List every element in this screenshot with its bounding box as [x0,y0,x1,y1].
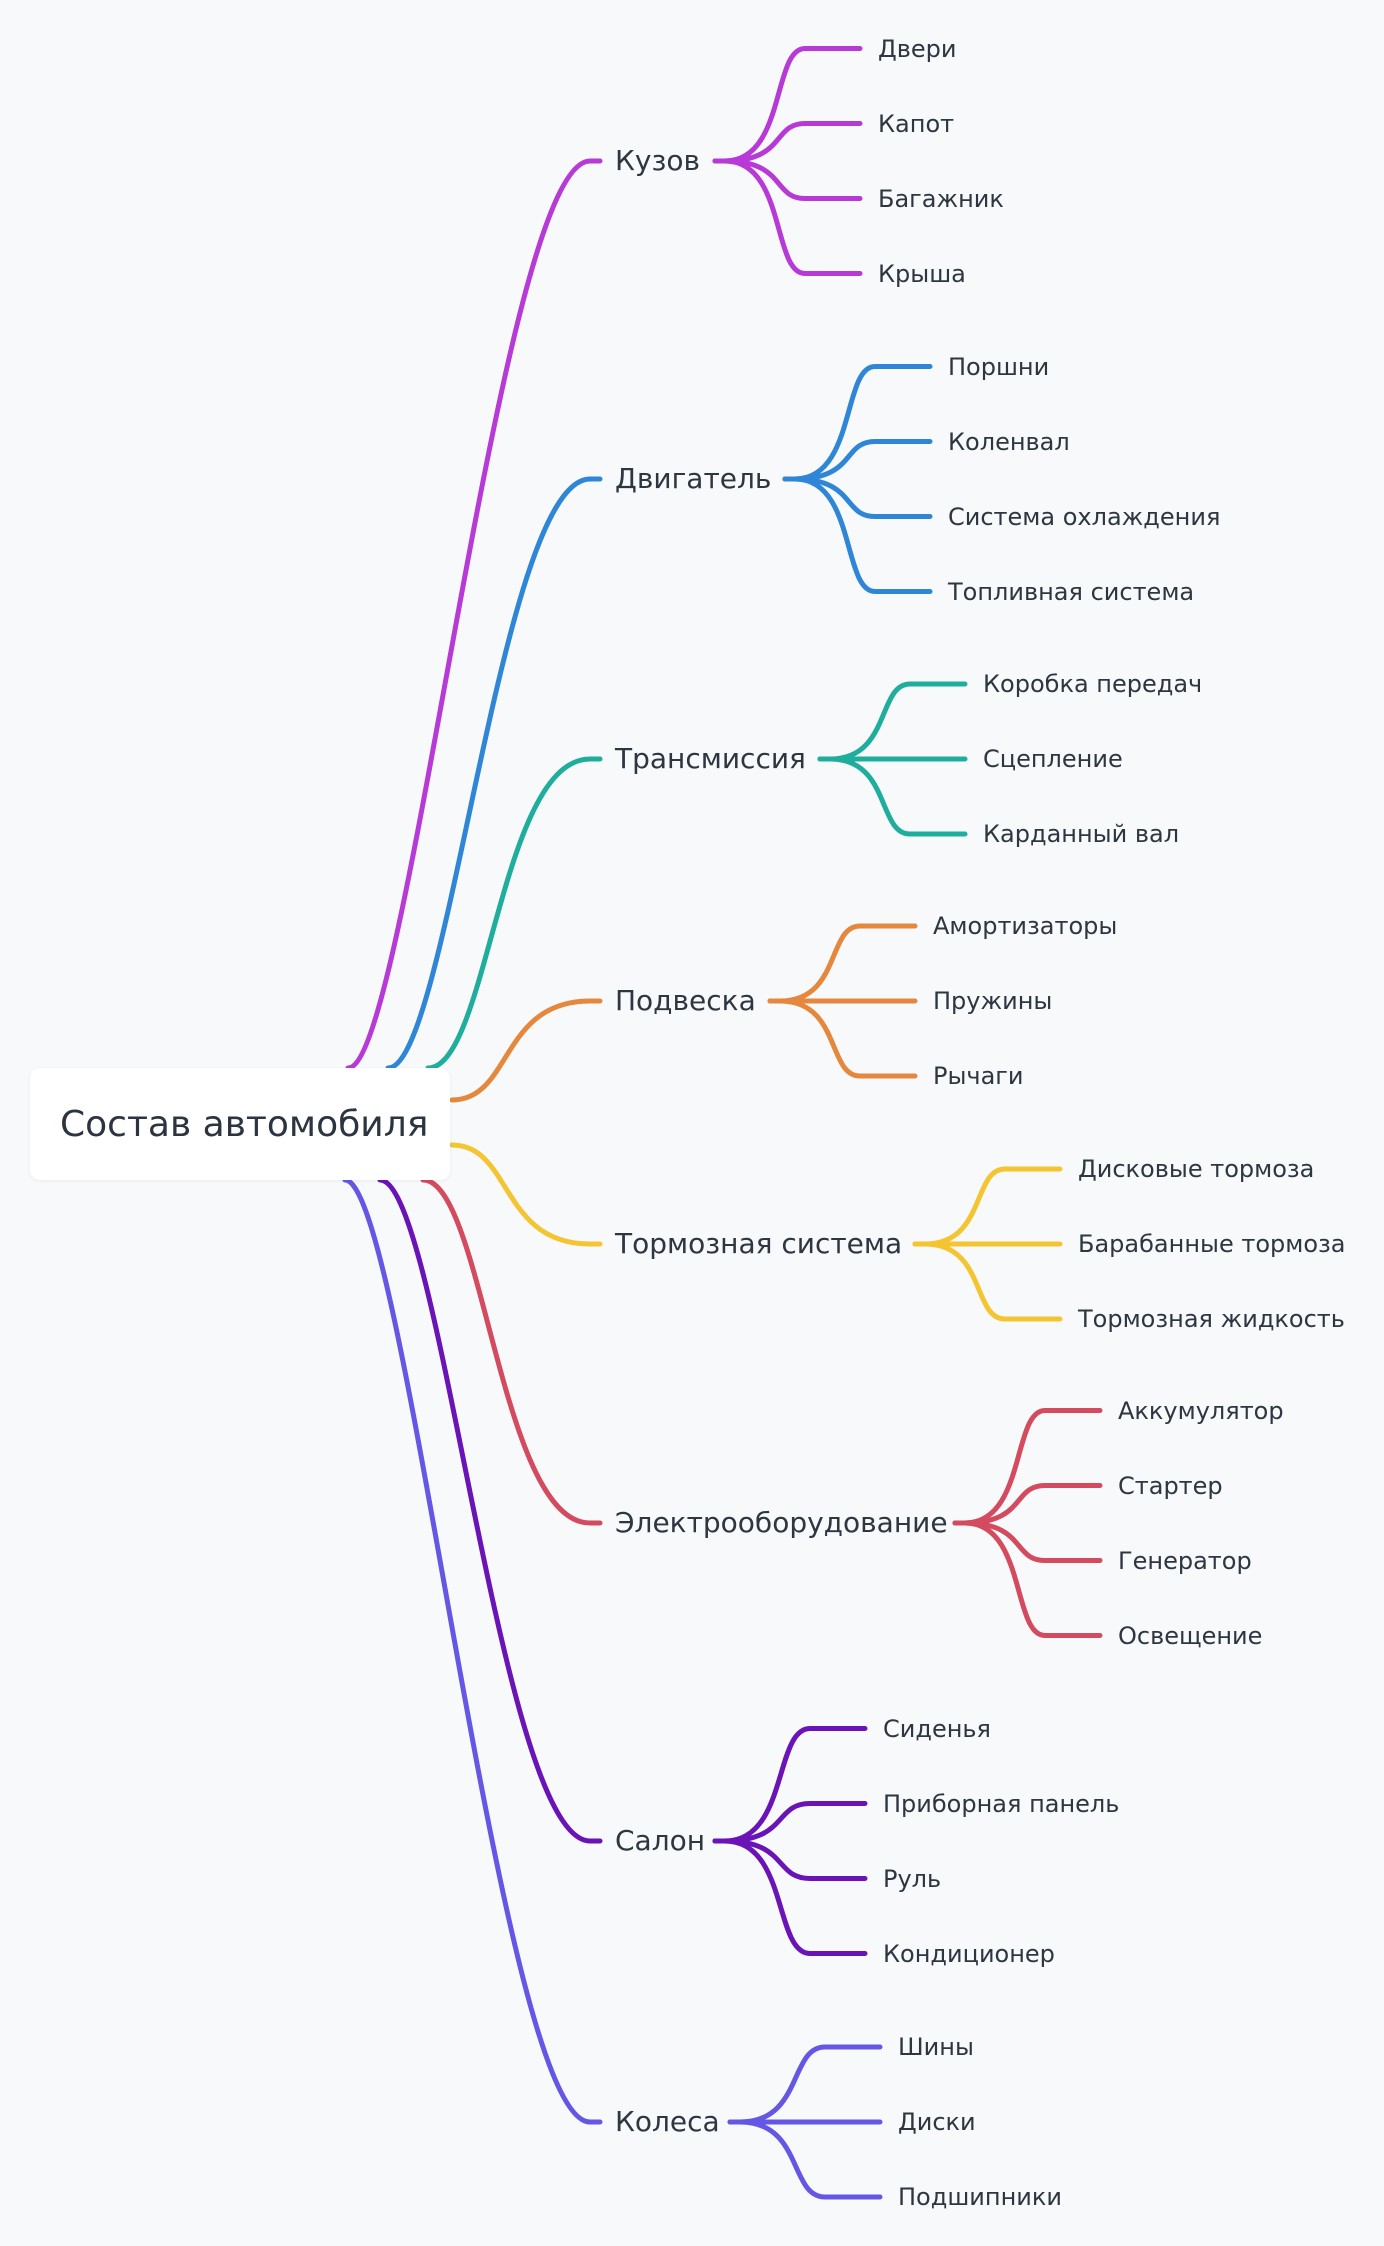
leaf-node[interactable]: Диски [898,2108,976,2136]
leaf-connector [952,1408,1103,1526]
leaf-node[interactable]: Коленвал [948,427,1070,456]
branch-connector [342,1177,603,2125]
leaf-connector [912,1166,1063,1247]
leaf-connector [782,476,933,594]
leaf-connector [817,756,968,837]
leaf-node[interactable]: Кондиционер [883,1939,1055,1968]
leaf-connector [712,1726,868,1844]
leaf-node[interactable]: Амортизаторы [933,912,1118,940]
leaf-node[interactable]: Крыша [878,259,966,288]
leaf-connector [782,439,933,482]
leaf-connector [712,46,863,164]
leaf-connector [782,364,933,482]
branch-connector [425,756,603,1071]
branch-node[interactable]: Тормозная система [615,1227,903,1260]
branch-node[interactable]: Двигатель [615,462,772,495]
leaf-node[interactable]: Шины [898,2033,974,2061]
leaf-node[interactable]: Освещение [1118,1621,1263,1650]
branch-node[interactable]: Кузов [615,144,700,177]
leaf-node[interactable]: Двери [878,34,957,63]
leaf-node[interactable]: Руль [883,1864,942,1893]
leaf-node[interactable]: Капот [878,109,955,138]
branch-connector [385,476,603,1071]
leaf-node[interactable]: Дисковые тормоза [1078,1155,1315,1183]
leaf-connector [712,1838,868,1956]
leaf-connector [767,998,918,1079]
branch-connector [345,158,603,1071]
leaf-node[interactable]: Рычаги [933,1062,1024,1090]
leaf-node[interactable]: Карданный вал [983,820,1180,848]
branch-connector [377,1177,603,1844]
leaf-connector [912,1241,1063,1322]
leaf-connector [712,1801,868,1844]
leaf-node[interactable]: Поршни [948,352,1050,381]
leaf-connector [712,121,863,164]
branch-connector [449,998,603,1103]
leaf-node[interactable]: Багажник [878,184,1004,213]
leaf-connector [952,1483,1103,1526]
leaf-connector [712,158,863,276]
leaf-node[interactable]: Тормозная жидкость [1078,1305,1345,1333]
leaf-connector [767,923,918,1004]
branch-node[interactable]: Салон [615,1824,706,1857]
root-node[interactable]: Состав автомобиля [30,1068,450,1180]
leaf-node[interactable]: Барабанные тормоза [1078,1230,1346,1258]
leaf-node[interactable]: Сцепление [983,745,1123,773]
leaf-node[interactable]: Коробка передач [983,670,1203,698]
leaf-node[interactable]: Приборная панель [883,1789,1120,1818]
branch-node[interactable]: Электрооборудование [615,1506,948,1539]
leaf-connector [727,2044,883,2125]
branch-node[interactable]: Колеса [615,2105,720,2138]
branch-connector [420,1177,603,1526]
leaf-node[interactable]: Аккумулятор [1118,1396,1284,1425]
branch-node[interactable]: Подвеска [615,984,756,1017]
leaf-node[interactable]: Система охлаждения [948,502,1221,531]
leaf-node[interactable]: Генератор [1118,1546,1252,1575]
leaf-connector [712,158,863,201]
leaf-node[interactable]: Сиденья [883,1714,991,1743]
leaf-connector [952,1520,1103,1638]
leaf-node[interactable]: Стартер [1118,1471,1223,1500]
leaf-node[interactable]: Пружины [933,987,1053,1015]
leaf-node[interactable]: Подшипники [898,2183,1062,2211]
leaf-connector [712,1838,868,1881]
leaf-connector [817,681,968,762]
leaf-node[interactable]: Топливная система [948,577,1195,606]
branch-connector [449,1142,603,1247]
leaf-connector [727,2119,883,2200]
branch-node[interactable]: Трансмиссия [615,742,806,775]
leaf-connector [782,476,933,519]
leaf-connector [952,1520,1103,1563]
